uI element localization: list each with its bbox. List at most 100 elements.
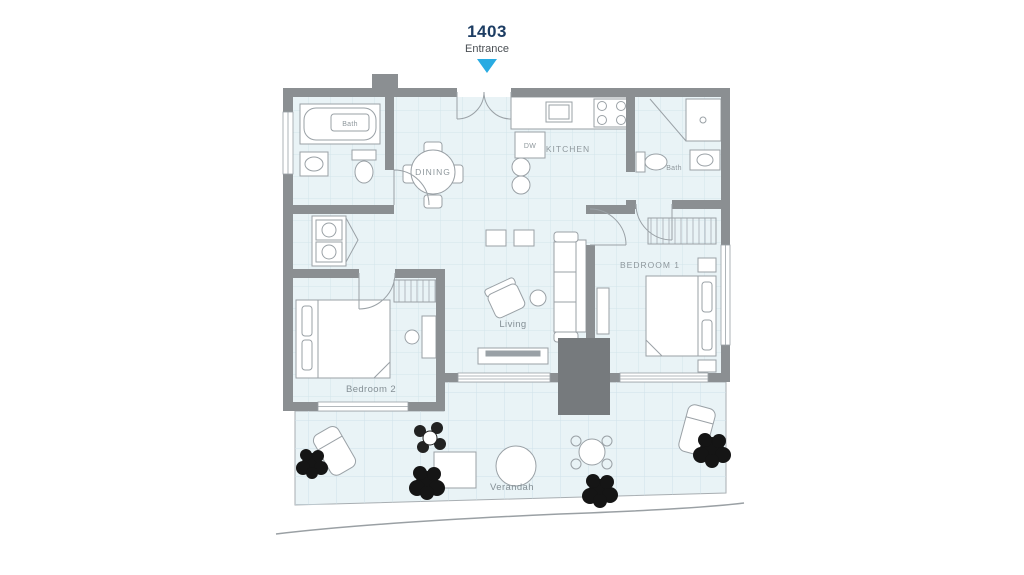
entrance-door-right	[483, 91, 512, 120]
kitchen-sink	[545, 101, 573, 123]
nightstand	[697, 359, 717, 373]
bath1-door	[393, 169, 430, 206]
kitchen-scallop	[511, 175, 531, 195]
kitchen-fixtures	[510, 96, 632, 195]
ground-line	[275, 502, 745, 535]
shower-glass-door	[649, 98, 687, 142]
sofa-cushion	[553, 271, 577, 303]
wall-top-right	[511, 88, 730, 97]
round-table-set	[570, 435, 613, 470]
bedroom2-desk	[421, 315, 437, 359]
sofa-cushion	[553, 301, 577, 333]
bedroom2-door	[358, 272, 396, 310]
bistro-set	[414, 422, 446, 453]
wall-bedroom1-left	[586, 245, 595, 373]
sofa-cushion	[553, 241, 577, 273]
burner-icon	[597, 101, 607, 111]
slider-bedroom1	[619, 372, 709, 383]
wall-left	[283, 88, 293, 411]
pouf	[485, 229, 507, 247]
pillow	[301, 305, 313, 337]
wall-bath1-bottom	[283, 205, 394, 214]
dryer	[315, 241, 343, 263]
wall-bedroom2-top-stub	[395, 269, 444, 278]
sofa-armrest	[553, 231, 579, 243]
entrance-arrow-icon	[477, 59, 497, 73]
verandah-label: Verandah	[490, 482, 534, 493]
tree-3	[582, 474, 618, 508]
wall-bath2-bottom-b	[672, 200, 730, 209]
doors	[358, 91, 673, 310]
bath2-toilet-bowl	[644, 153, 668, 171]
tv	[485, 350, 541, 357]
bathroom-2-fixtures	[635, 98, 722, 173]
wall-bedroom2-right	[436, 269, 445, 411]
shower-tray	[685, 98, 722, 142]
round-table	[495, 445, 537, 487]
verandah-floor	[294, 381, 727, 506]
pillow	[301, 339, 313, 371]
pillow	[701, 319, 713, 351]
washer	[315, 219, 343, 241]
bath2-sink-basin	[696, 153, 714, 167]
window-bedroom1-side	[720, 244, 731, 346]
closet-bifold-door	[345, 217, 359, 263]
dining-label: DINING	[415, 167, 451, 177]
dining-table	[410, 149, 456, 195]
wall-bath1-right	[385, 88, 394, 170]
window-bath1	[282, 111, 294, 175]
windows	[282, 111, 731, 412]
bath1-sink-basin	[304, 156, 324, 172]
bedroom1-dresser	[596, 287, 610, 335]
nightstand	[697, 257, 717, 273]
living-label: Living	[499, 319, 526, 330]
pillow	[701, 281, 713, 313]
entrance-label: Entrance	[464, 43, 510, 55]
bath1-toilet-bowl	[354, 160, 374, 184]
bedroom1-door	[589, 208, 627, 246]
wall-right	[721, 88, 730, 382]
unit-floor	[293, 97, 721, 402]
bedroom2-wardrobe	[393, 279, 437, 303]
interior-walls	[283, 88, 730, 411]
wall-bedroom1-top	[586, 205, 635, 214]
kitchen-sink-basin	[548, 104, 570, 120]
desk-chair	[404, 329, 420, 345]
sofa-back	[575, 239, 587, 333]
dryer-door-icon	[321, 244, 337, 260]
coffee-table	[529, 289, 547, 307]
duvet-fold	[645, 339, 663, 357]
bedroom1-label: BEDROOM 1	[620, 260, 680, 270]
bedroom1-wardrobe	[647, 217, 717, 245]
kitchen-scallop	[511, 157, 531, 177]
wall-bath2-left	[626, 88, 635, 172]
tree-2	[409, 466, 445, 500]
dishwasher	[514, 131, 546, 159]
bath1-toilet-tank	[351, 149, 377, 161]
tree-4	[693, 433, 731, 468]
tree-1	[296, 449, 328, 479]
unit-number: 1403	[467, 22, 507, 41]
entrance-door-left	[456, 91, 485, 120]
bath1-label-box	[330, 113, 370, 132]
service-core	[558, 338, 610, 415]
shower-drain-icon	[699, 116, 707, 124]
burner-icon	[616, 115, 626, 125]
burner-icon	[597, 115, 607, 125]
slider-living	[457, 372, 551, 383]
bedroom-2-furniture	[295, 279, 437, 379]
bath2-door	[635, 203, 673, 241]
bedroom2-label: Bedroom 2	[346, 384, 396, 395]
wall-top-left	[283, 88, 457, 97]
bedroom-1-furniture	[596, 217, 717, 373]
wall-top-bump	[372, 74, 398, 88]
wall-bedroom2-top	[283, 269, 359, 278]
dining-chair	[423, 194, 443, 209]
armchair	[484, 277, 526, 319]
entrance-header: 1403 Entrance	[465, 22, 509, 73]
dining-set	[402, 141, 464, 209]
bath1-label: Bath	[342, 121, 358, 128]
dishwasher-label: DW	[524, 143, 536, 150]
